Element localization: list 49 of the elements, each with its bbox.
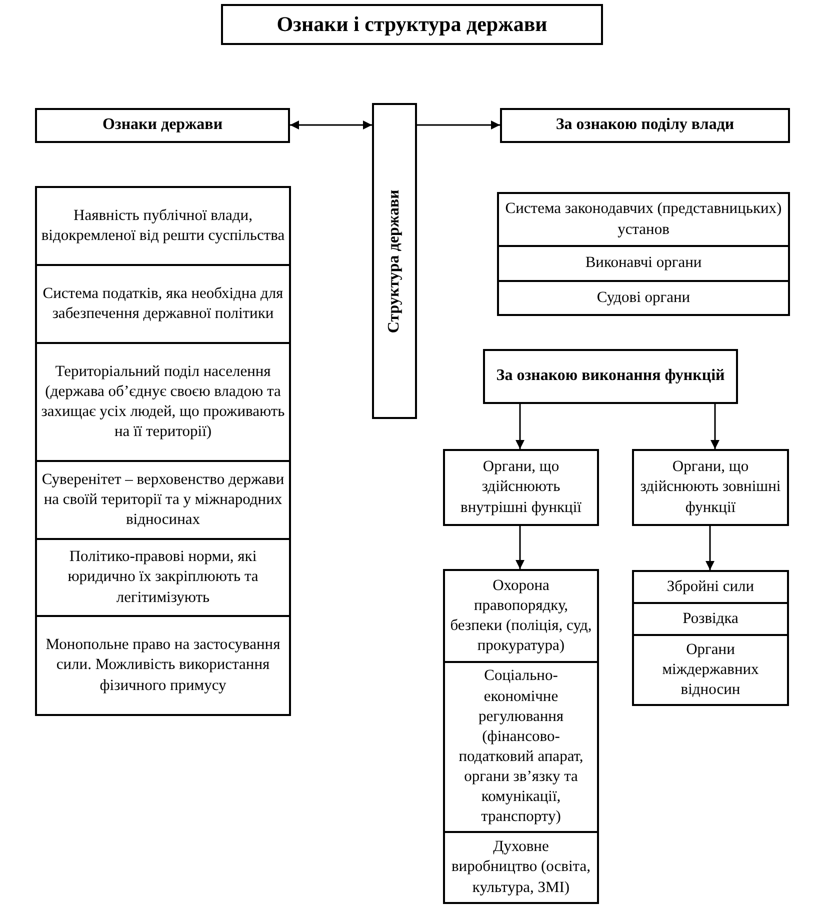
node-text: Судові органи <box>596 288 690 308</box>
text-box <box>497 280 790 316</box>
node-text: Розвідка <box>682 608 738 629</box>
text-box <box>632 634 789 706</box>
text-box <box>35 538 291 617</box>
central-box <box>372 103 417 419</box>
node-text: Територіальний поділ населення (держава об’єднує своєю владою та захищає усіх людей, що проживають на її території) <box>41 362 285 442</box>
category-box <box>483 349 738 404</box>
text-box <box>497 245 790 282</box>
text-box <box>497 192 790 247</box>
text-box <box>35 264 291 344</box>
node-text: Духовне виробництво (освіта, культура, ЗМІ) <box>450 837 592 898</box>
text-box <box>443 449 599 526</box>
node-text: Збройні сили <box>666 576 754 597</box>
arrow <box>290 120 372 130</box>
text-box <box>443 831 599 904</box>
arrow <box>710 404 720 449</box>
node-text: Суверенітет – верховенство держави на своїй території та у міжнародних відносинах <box>41 470 285 530</box>
node-text: Система податків, яка необхідна для забезпечення державної політики <box>42 284 284 324</box>
arrow <box>706 526 714 570</box>
text-box <box>632 570 789 604</box>
text-box <box>443 569 599 663</box>
text-box <box>35 615 291 716</box>
text-box <box>35 460 291 540</box>
text-box <box>632 449 789 526</box>
text-box <box>632 602 789 636</box>
node-text: Органи, що здійснюють внутрішні функції <box>460 457 582 518</box>
arrow <box>516 404 524 449</box>
node-text: За ознакою поділу влади <box>556 115 734 136</box>
diagram-title: Ознаки і структура держави <box>221 4 603 45</box>
node-text: Наявність публічної влади, відокремленої від решти суспільства <box>41 206 285 246</box>
node-text: За ознакою виконання функцій <box>496 366 725 386</box>
node-text: Органи міждержавних відносин <box>661 640 760 700</box>
node-text: Органи, що здійснюють зовнішні функції <box>639 457 782 518</box>
arrow <box>417 120 500 130</box>
category-box <box>35 108 290 143</box>
text-box <box>35 342 291 462</box>
node-text: Монопольне право на застосування сили. Можливість використання фізичного примусу <box>44 635 282 696</box>
node-text: Соціально-економічне регулювання (фінансово-податковий апарат, органи зв’язку та комунікації, транспорту) <box>458 666 584 828</box>
node-text: Ознаки держави <box>102 115 223 136</box>
node-text: Виконавчі органи <box>585 253 702 274</box>
node-text: Охорона правопорядку, безпеки (поліція, суд, прокуратура) <box>449 576 593 656</box>
node-text: Система законодавчих (представницьких) установ <box>504 199 783 240</box>
category-box <box>500 108 790 143</box>
node-text: Структура держави <box>384 189 404 333</box>
text-box <box>443 661 599 833</box>
node-text: Політико-правові норми, які юридично їх закріплюють та легітимізують <box>66 547 260 608</box>
arrow <box>516 526 524 569</box>
text-box <box>35 186 291 266</box>
